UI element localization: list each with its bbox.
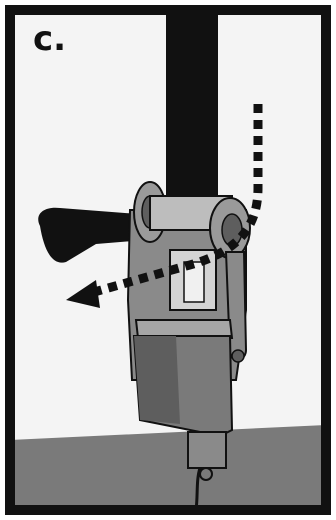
ratchet-rivet xyxy=(232,350,244,362)
floor xyxy=(10,425,326,510)
strap-bottom xyxy=(188,432,226,468)
strap-top xyxy=(166,10,218,220)
step-label: c. xyxy=(33,22,66,56)
ratchet-housing-shadow xyxy=(134,336,180,424)
